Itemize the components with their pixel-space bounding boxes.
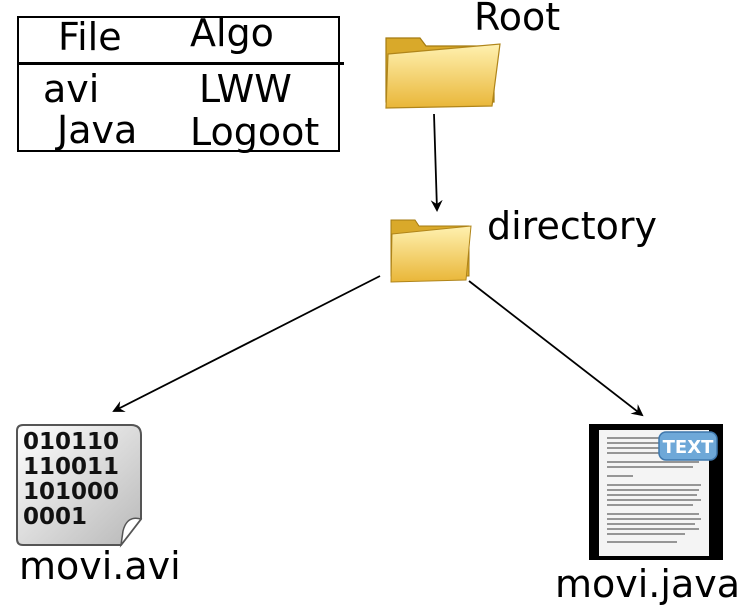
table-header-file: File	[58, 15, 122, 59]
edge-root-directory	[430, 113, 443, 212]
root-label: Root	[474, 0, 561, 39]
root-folder-icon	[385, 37, 501, 109]
edge-directory-java	[468, 280, 644, 417]
edge-directory-avi	[112, 275, 381, 412]
text-badge	[658, 431, 718, 461]
table-cell-logoot: Logoot	[190, 110, 320, 154]
table-header-divider	[17, 62, 344, 65]
table-cell-lww: LWW	[199, 67, 292, 111]
binary-line: 0001	[23, 504, 87, 530]
svg-text:TEXT: TEXT	[663, 437, 714, 458]
movi-avi-label: movi.avi	[19, 544, 181, 588]
binary-line: 101000	[23, 479, 119, 505]
binary-line: 110011	[23, 454, 119, 480]
algorithm-table	[17, 16, 340, 152]
table-header-algo: Algo	[190, 11, 274, 55]
table-cell-java: Java	[57, 108, 138, 152]
text-file-icon: TEXT	[589, 424, 723, 560]
movi-java-label: movi.java	[555, 562, 741, 606]
binary-line: 010110	[23, 429, 119, 455]
table-cell-avi: avi	[43, 67, 100, 111]
directory-folder-icon	[390, 219, 472, 283]
directory-label: directory	[487, 204, 657, 248]
